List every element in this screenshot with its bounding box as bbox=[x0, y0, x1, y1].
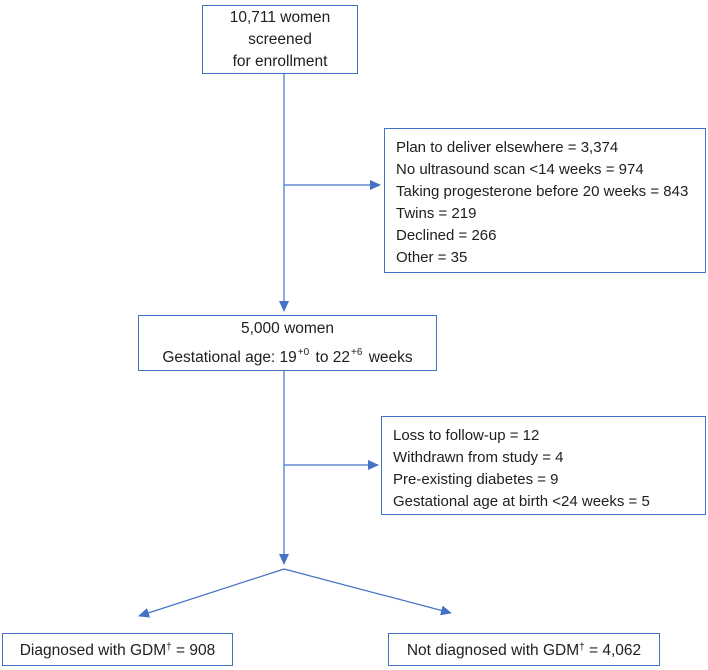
gestational-age-superscript: +0 bbox=[297, 346, 310, 358]
exclusion-item: Withdrawn from study = 4 bbox=[393, 449, 564, 466]
box-diagnosed-gdm: Diagnosed with GDM† = 908 bbox=[2, 633, 233, 666]
box-screened-for-enrollment: 10,711 women screened for enrollment bbox=[202, 5, 358, 74]
box-followup-exclusions: Loss to follow-up = 12 Withdrawn from st… bbox=[381, 416, 706, 515]
box-not-diagnosed-gdm: Not diagnosed with GDM† = 4,062 bbox=[388, 633, 660, 666]
gestational-age-text: to 22 bbox=[311, 348, 350, 366]
not-diagnosed-gdm-count: = 4,062 bbox=[584, 642, 642, 659]
exclusion-item: Plan to deliver elsewhere = 3,374 bbox=[396, 139, 619, 156]
dagger-footnote-mark: † bbox=[579, 642, 585, 653]
enrolled-count: 5,000 women bbox=[240, 319, 335, 337]
enrolled-gestational-age: Gestational age: 19+0 to 22+6 weeks bbox=[162, 341, 412, 370]
gestational-age-text: Gestational age: 19 bbox=[162, 348, 297, 366]
exclusion-item: Gestational age at birth <24 weeks = 5 bbox=[393, 493, 650, 510]
not-diagnosed-gdm-text: Not diagnosed with GDM† = 4,062 bbox=[407, 637, 641, 662]
exclusion-item: Twins = 219 bbox=[396, 205, 477, 222]
screened-line: 10,711 women bbox=[229, 8, 331, 26]
diagnosed-gdm-label: Diagnosed with GDM bbox=[19, 642, 167, 659]
diagnosed-gdm-text: Diagnosed with GDM† = 908 bbox=[20, 637, 216, 662]
screened-line: for enrollment bbox=[232, 52, 328, 70]
box-enrollment-exclusions: Plan to deliver elsewhere = 3,374 No ult… bbox=[384, 128, 706, 273]
exclusion-item: No ultrasound scan <14 weeks = 974 bbox=[396, 161, 644, 178]
exclusion-item: Other = 35 bbox=[396, 249, 468, 266]
not-diagnosed-gdm-label: Not diagnosed with GDM bbox=[406, 642, 580, 659]
exclusion-item: Declined = 266 bbox=[396, 227, 497, 244]
gestational-age-text: weeks bbox=[364, 348, 413, 366]
exclusion-item: Taking progesterone before 20 weeks = 84… bbox=[396, 183, 689, 200]
exclusion-item: Loss to follow-up = 12 bbox=[393, 427, 540, 444]
diagnosed-gdm-count: = 908 bbox=[171, 642, 216, 659]
exclusion-item: Pre-existing diabetes = 9 bbox=[393, 471, 559, 488]
gestational-age-superscript: +6 bbox=[350, 346, 363, 358]
dagger-footnote-mark: † bbox=[166, 642, 172, 653]
arrow-split-to-not-diagnosed-gdm bbox=[283, 568, 452, 616]
screened-line: screened bbox=[248, 30, 312, 48]
arrow-split-to-diagnosed-gdm bbox=[138, 568, 285, 618]
box-enrolled-women: 5,000 women Gestational age: 19+0 to 22+… bbox=[138, 315, 437, 371]
